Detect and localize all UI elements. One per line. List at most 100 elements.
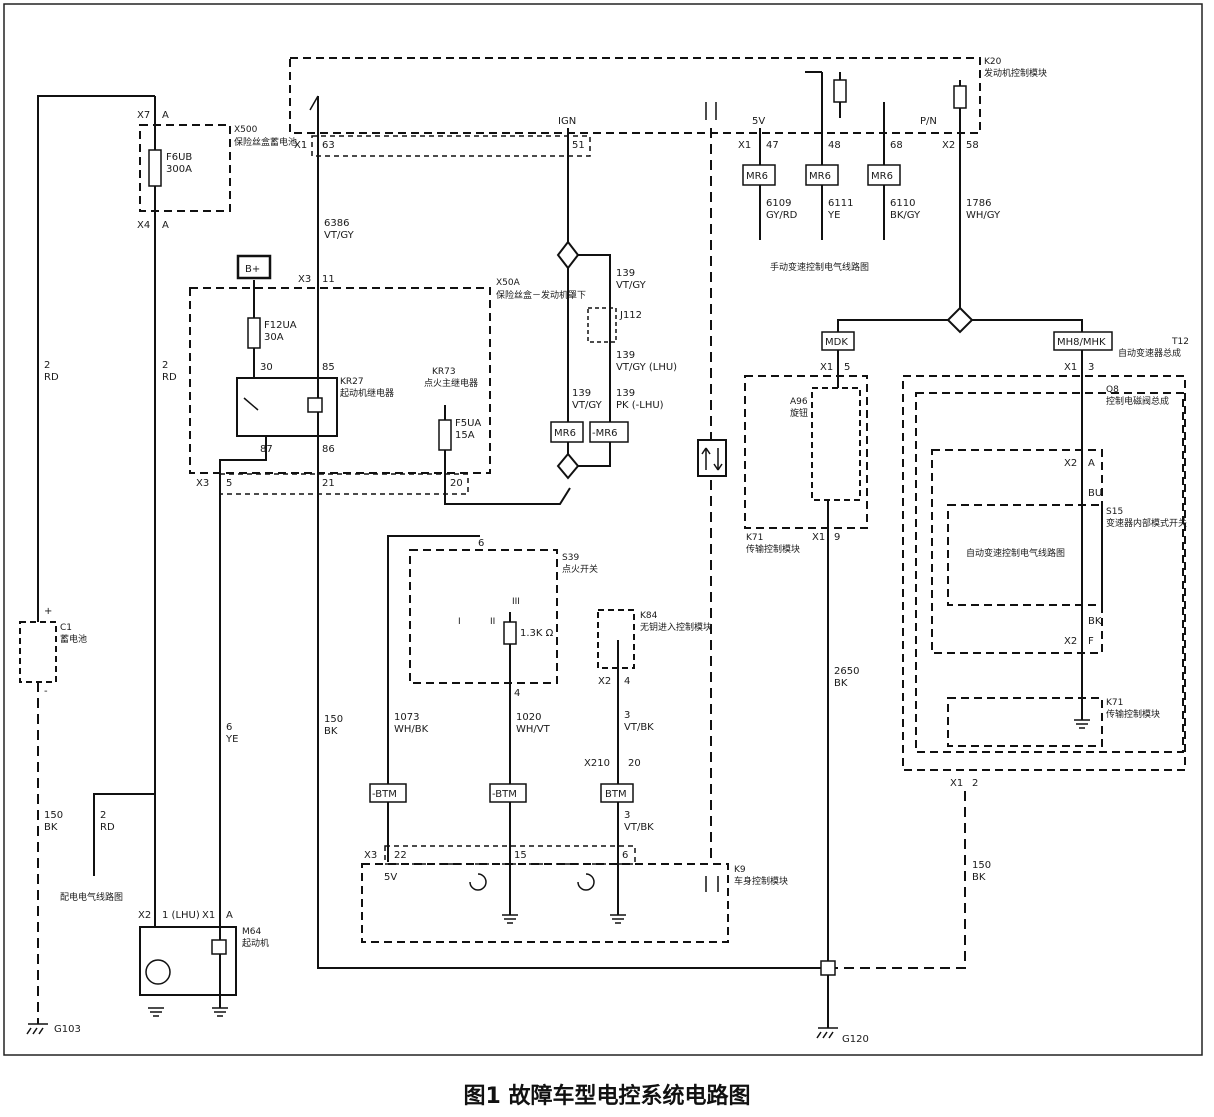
ground-g103-label: G103 bbox=[54, 1024, 81, 1035]
x500-fusebox bbox=[139, 124, 231, 212]
conn-x1-k71b: X1 bbox=[812, 532, 825, 543]
btm-box-1 bbox=[369, 783, 407, 803]
ground-icon-7 bbox=[1074, 719, 1090, 729]
circular-arrow-icon-1 bbox=[469, 873, 487, 891]
conn-p5: 5 bbox=[226, 478, 232, 489]
conn-p2: 2 bbox=[972, 778, 978, 789]
splice-diamond-bottom bbox=[556, 452, 580, 480]
k9-connector-row bbox=[384, 845, 636, 865]
mdk-box bbox=[821, 331, 855, 351]
comp-s39-name: 点火开关 bbox=[562, 563, 598, 575]
conn-p48: 48 bbox=[828, 140, 841, 151]
wire-150c-circuit: 150 bbox=[972, 860, 991, 871]
comp-k20-id: K20 bbox=[984, 57, 1002, 67]
wire-6111-color: YE bbox=[827, 210, 840, 221]
5v-label-k9: 5V bbox=[384, 872, 397, 883]
s39-pos-3: III bbox=[512, 597, 520, 607]
wire-6386-circuit: 6386 bbox=[324, 218, 349, 229]
manual-trans-label: 手动变速控制电气线路图 bbox=[770, 261, 869, 273]
wire-6110-circuit: 6110 bbox=[890, 198, 915, 209]
conn-x1-bot: X1 bbox=[950, 778, 963, 789]
j112-box bbox=[587, 307, 617, 343]
wire-6109-circuit: 6109 bbox=[766, 198, 791, 209]
btm-label-2: -BTM bbox=[492, 789, 517, 800]
conn-x3-top: X3 bbox=[298, 274, 311, 285]
wire-1020-color: WH/VT bbox=[516, 724, 551, 735]
comp-k84-name: 无钥进入控制模块 bbox=[640, 621, 712, 633]
wire-bu-label: BU bbox=[1088, 488, 1102, 499]
wire-6-circuit: 6 bbox=[226, 722, 232, 733]
conn-p3: 3 bbox=[1088, 362, 1094, 373]
conn-p30: 30 bbox=[260, 362, 273, 373]
t12-inner-box bbox=[931, 449, 1103, 654]
k20-resistor bbox=[833, 79, 847, 103]
conn-p4s: 4 bbox=[514, 688, 520, 699]
wire-2650-circuit: 2650 bbox=[834, 666, 859, 677]
ground-g120-label: G120 bbox=[842, 1034, 869, 1045]
comp-q8-id: Q8 bbox=[1106, 385, 1119, 395]
wire-139d-color: PK (-LHU) bbox=[616, 400, 664, 411]
conn-a2: A bbox=[162, 220, 169, 231]
wire-150c-color: BK bbox=[972, 872, 986, 883]
wire-139a-circuit: 139 bbox=[616, 268, 635, 279]
conn-p87: 87 bbox=[260, 444, 273, 455]
wire-139c-circuit: 139 bbox=[572, 388, 591, 399]
conn-x2-f: X2 bbox=[1064, 636, 1077, 647]
fuse-f6ub-rating: 300A bbox=[166, 164, 192, 175]
conn-p11: 11 bbox=[322, 274, 335, 285]
conn-p20: 20 bbox=[450, 478, 463, 489]
conn-x1-k71: X1 bbox=[820, 362, 833, 373]
wire-3b-circuit: 3 bbox=[624, 810, 630, 821]
wire-2c-circuit: 2 bbox=[100, 810, 106, 821]
wire-6110-color: BK/GY bbox=[890, 210, 921, 221]
conn-x4: X4 bbox=[137, 220, 150, 231]
splice-diamond-top bbox=[556, 240, 580, 270]
conn-pf: F bbox=[1088, 636, 1094, 647]
wire-1786-color: WH/GY bbox=[966, 210, 1001, 221]
wire-s39-6 bbox=[387, 535, 480, 862]
comp-t12-id: T12 bbox=[1171, 337, 1189, 347]
ground-icon-3 bbox=[148, 1007, 164, 1017]
k20-resistor-2 bbox=[953, 85, 967, 109]
wire-3a-circuit: 3 bbox=[624, 710, 630, 721]
wire-150a-circuit: 150 bbox=[324, 714, 343, 725]
wire-139d-circuit: 139 bbox=[616, 388, 635, 399]
comp-c1-name: 蓄电池 bbox=[60, 633, 87, 645]
conn-p68: 68 bbox=[890, 140, 903, 151]
comp-s39-id: S39 bbox=[562, 553, 579, 563]
mr6-label-4: MR6 bbox=[554, 428, 576, 439]
fuse-f5ua-rating: 15A bbox=[455, 430, 475, 441]
mr6-label-3: MR6 bbox=[871, 171, 893, 182]
comp-kr73-name: 点火主继电器 bbox=[424, 377, 478, 389]
q8-solenoid-box bbox=[915, 392, 1184, 753]
mr6-label-2: MR6 bbox=[809, 171, 831, 182]
mr6-box-3 bbox=[867, 164, 901, 186]
comp-s15-name: 变速器内部模式开关 bbox=[1106, 517, 1187, 529]
k20-switch-icon bbox=[309, 95, 319, 111]
conn-p4k: 4 bbox=[624, 676, 630, 687]
mh8-label: MH8/MHK bbox=[1057, 337, 1106, 348]
conn-a-m64: A bbox=[226, 910, 233, 921]
fuse-f12ua-id: F12UA bbox=[264, 320, 297, 331]
conn-p15: 15 bbox=[514, 850, 527, 861]
comp-k84-id: K84 bbox=[640, 611, 658, 621]
wire-2650-color: BK bbox=[834, 678, 848, 689]
k71-module-box bbox=[744, 375, 868, 529]
s15-switch-box bbox=[947, 504, 1103, 606]
comp-x50a-id: X50A bbox=[496, 278, 521, 288]
wire-1073-color: WH/BK bbox=[394, 724, 429, 735]
mr6neg-label: -MR6 bbox=[592, 428, 618, 439]
conn-p9: 9 bbox=[834, 532, 840, 543]
conn-x3-bot: X3 bbox=[196, 478, 209, 489]
btm-label-1: -BTM bbox=[372, 789, 397, 800]
ground-icon-2 bbox=[816, 1027, 838, 1039]
comp-x50a-name: 保险丝盒－发动机罩下 bbox=[496, 289, 586, 301]
conn-x2-k20: X2 bbox=[942, 140, 955, 151]
btm-box-3 bbox=[600, 783, 634, 803]
conn-x2-m64: X2 bbox=[138, 910, 151, 921]
comp-k71b-id: K71 bbox=[1106, 698, 1123, 708]
ground-icon-4 bbox=[212, 1007, 228, 1017]
splice-diamond-right bbox=[946, 306, 974, 334]
comp-x500-id: X500 bbox=[234, 125, 258, 135]
mdk-label: MDK bbox=[825, 337, 848, 348]
